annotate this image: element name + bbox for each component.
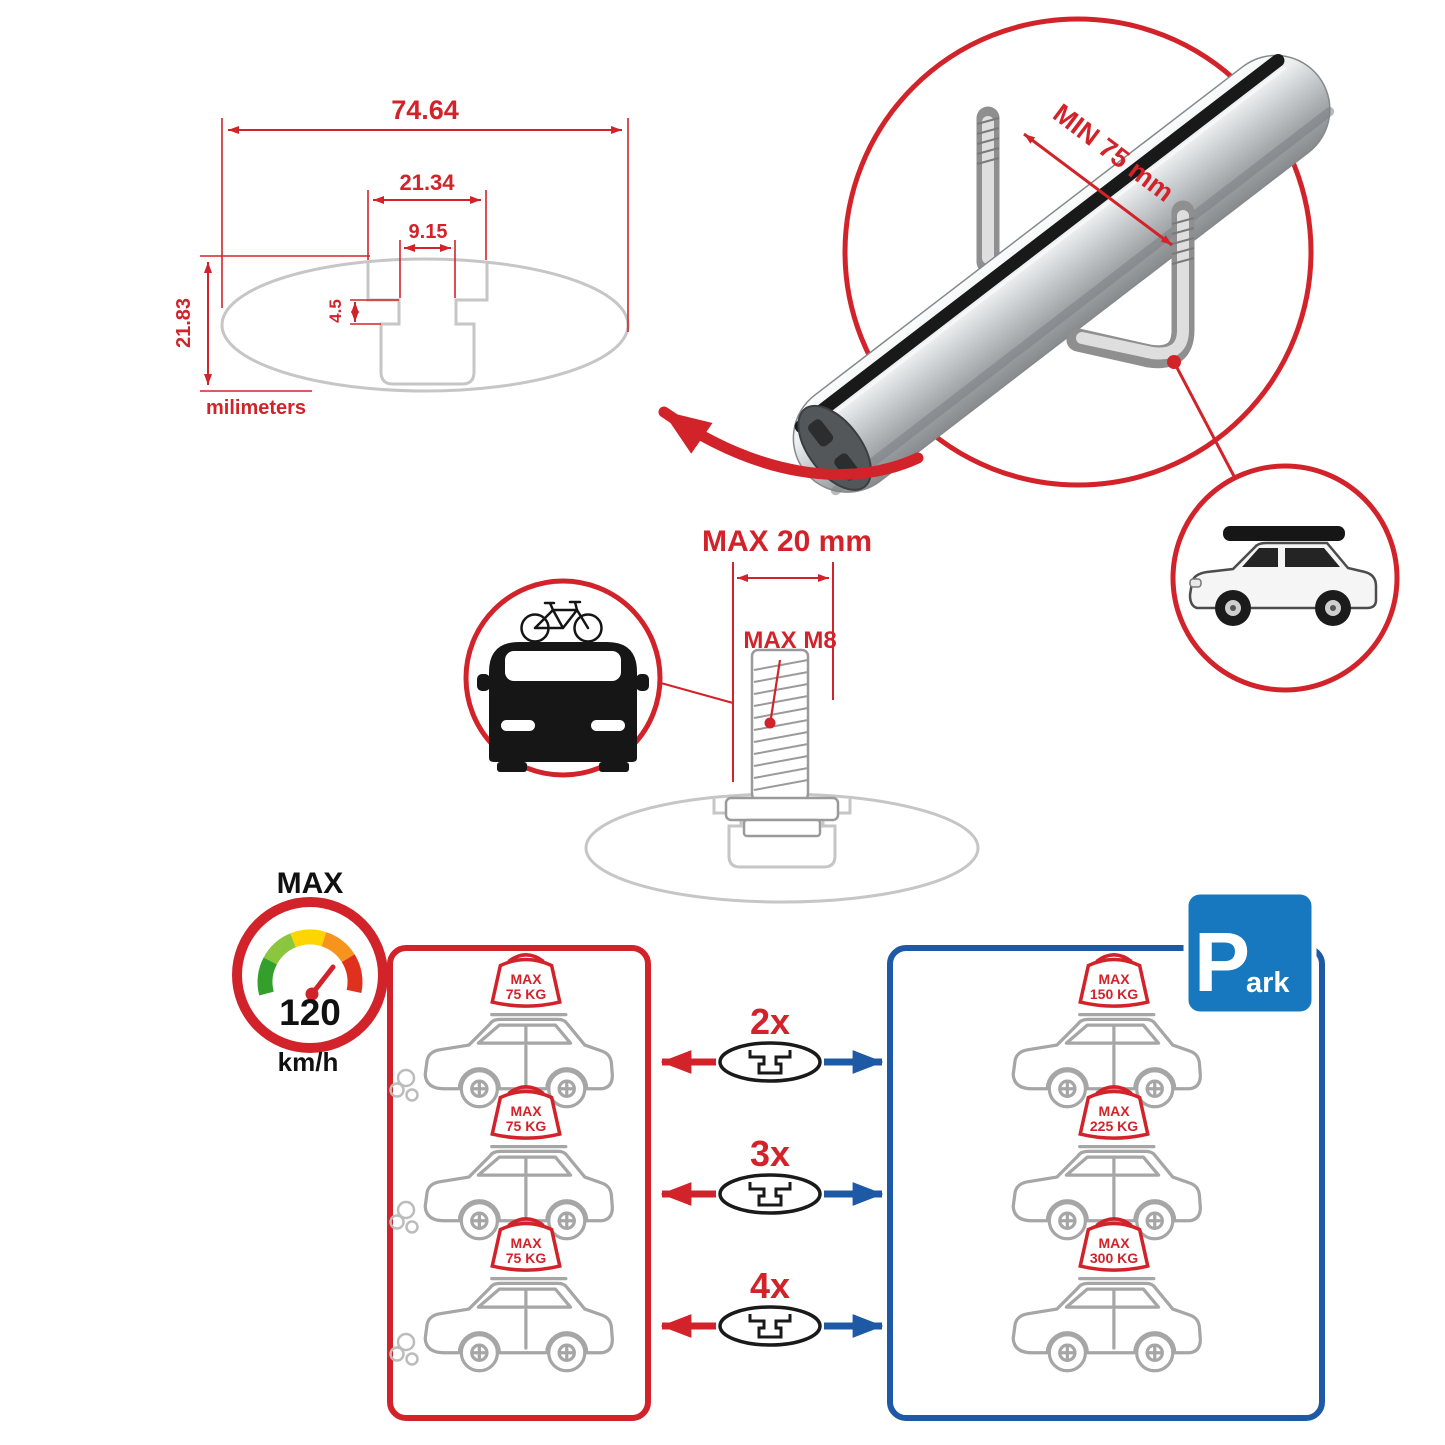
multiplier-label: 3x (750, 1133, 790, 1174)
roof-box-tag (490, 1085, 562, 1140)
parking-sign-ark: ark (1246, 967, 1290, 999)
roof-load-value: 300 KG (1090, 1250, 1138, 1266)
bike-on-car-icon (463, 578, 734, 778)
bicycle-icon (520, 600, 603, 643)
crossbar-profile-dimension-diagram: 74.64 21.34 9.15 4.5 21.83 milimeters (173, 95, 630, 419)
crossbar-closeup: MIN 75 mm (658, 16, 1400, 693)
speed-max-label: MAX (277, 867, 344, 900)
parking-sign: P ark (1183, 889, 1317, 1017)
multiplier-label: 2x (750, 1001, 790, 1042)
speedometer-icon: MAX 120 km/h (232, 867, 388, 1077)
roof-load-label: MAX (1098, 971, 1130, 987)
roof-load-value: 75 KG (506, 1250, 547, 1266)
driving-cars: MAX 75 KG MAX 75 KG MAX 75 KG (389, 953, 614, 1373)
multiplier-row-3x: 3x (660, 1133, 884, 1215)
profile-t-slot-small (712, 799, 852, 869)
roof-box-tag (490, 1217, 562, 1272)
crossbar-profile-icon (718, 1041, 822, 1083)
roof-load-label: MAX (1098, 1103, 1130, 1119)
roof-load-value: 75 KG (506, 1118, 547, 1134)
units-label: milimeters (206, 397, 306, 419)
fitting-detail: MAX 20 mm MAX M8 (463, 525, 980, 904)
pointer-arrow (658, 406, 924, 481)
max-bolt-length-label: MAX 20 mm (702, 525, 872, 558)
dim-total-width-label: 74.64 (391, 95, 459, 125)
thread-callout-dot (764, 717, 776, 729)
max-thread-label: MAX M8 (743, 627, 836, 654)
roof-load-label: MAX (510, 1235, 542, 1251)
roof-box-tag (1078, 1085, 1150, 1140)
car-front-icon (477, 642, 649, 772)
roof-load-label: MAX (510, 1103, 542, 1119)
parked-panel (887, 945, 1325, 1421)
roof-box-tag (490, 953, 562, 1008)
profile-t-slot (366, 262, 489, 386)
clamp-hook-icon (1066, 200, 1195, 369)
dim-channel-inner-label: 9.15 (409, 221, 448, 243)
dim-total-height-label: 21.83 (173, 298, 195, 348)
speed-value: 120 (279, 992, 341, 1033)
crossbar-profile-icon (718, 1173, 822, 1215)
multiplier-row-2x: 2x (660, 1001, 884, 1083)
roof-load-label: MAX (510, 971, 542, 987)
roof-load-label: MAX (1098, 1235, 1130, 1251)
roof-box-tag (1078, 1217, 1150, 1272)
roof-load-value: 150 KG (1090, 986, 1138, 1002)
multiplier-label: 4x (750, 1265, 790, 1306)
roof-load-value: 75 KG (506, 986, 547, 1002)
roof-load-value: 225 KG (1090, 1118, 1138, 1134)
parking-sign-p: P (1194, 915, 1250, 1009)
dim-channel-outer-label: 21.34 (399, 170, 455, 195)
speed-unit: km/h (278, 1047, 339, 1077)
multiplier-row-4x: 4x (660, 1265, 884, 1347)
roof-cargo-box-icon (1223, 526, 1345, 541)
speed-limit-panel (387, 945, 651, 1421)
crossbar-profile-icon (718, 1305, 822, 1347)
callout-line (1172, 361, 1238, 481)
suv-with-roofbox-icon (1170, 463, 1400, 693)
clamp-back-prong-icon (976, 106, 1000, 274)
dim-lip-label: 4.5 (326, 299, 345, 323)
detail-circle (842, 16, 1314, 488)
profile-ellipse (220, 257, 630, 393)
roof-box-tag (1078, 953, 1150, 1008)
min-clamp-arrow (1023, 132, 1173, 247)
t-bolt-icon (724, 648, 840, 838)
parked-cars: MAX 150 KG MAX 225 KG MAX 300 KG (1011, 953, 1202, 1373)
